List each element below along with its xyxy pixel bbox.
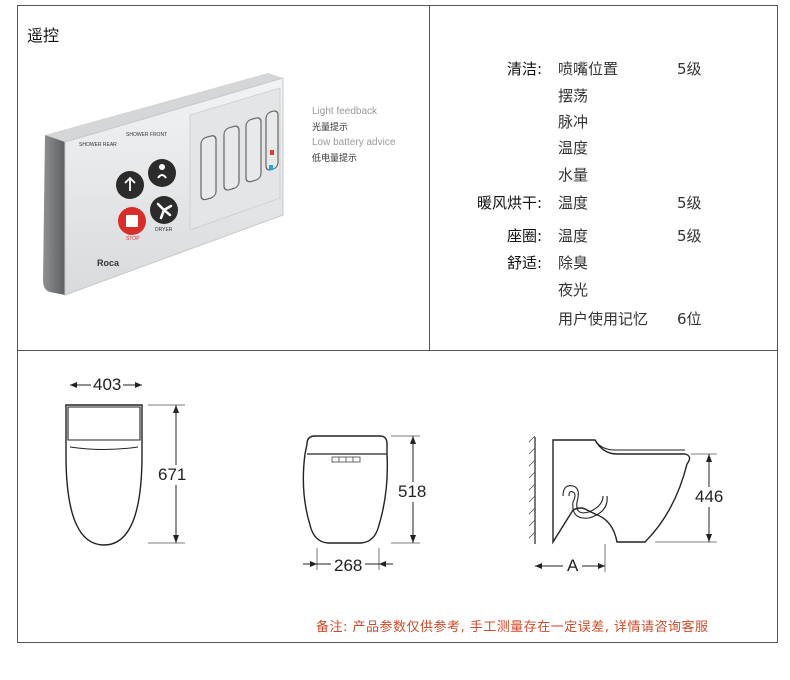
remote-control-image	[43, 73, 284, 296]
spec-item: 摆荡	[558, 87, 589, 105]
roca-logo: Roca	[97, 258, 120, 268]
spec-level: 5级	[677, 60, 702, 78]
spec-item: 温度	[558, 194, 589, 212]
light-feedback-cn: 光量提示	[312, 122, 349, 132]
spec-level: 5级	[677, 194, 702, 212]
spec-item: 除臭	[558, 254, 589, 272]
spec-item: 水量	[558, 166, 589, 184]
spec-item: 用户使用记忆	[558, 310, 649, 328]
low-battery-en: Low battery advice	[312, 137, 396, 148]
spec-label-seat: 座圈:	[506, 227, 542, 245]
dim-front-width: 268	[331, 556, 366, 576]
spec-level: 6位	[677, 310, 702, 328]
stop-label: STOP	[126, 236, 140, 242]
spec-item: 温度	[558, 227, 589, 245]
dim-side-height: 446	[695, 487, 724, 507]
low-battery-cn: 低电量提示	[312, 153, 358, 163]
shower-front-label: SHOWER FRONT	[126, 132, 168, 138]
dim-side-a: A	[563, 556, 583, 576]
content-frame	[17, 5, 778, 643]
spec-item: 温度	[558, 139, 589, 157]
side-view-drawing	[528, 435, 717, 572]
horizontal-divider	[17, 350, 778, 351]
spec-label-comfort: 舒适:	[506, 254, 542, 272]
dim-top-width: 403	[91, 375, 124, 395]
spec-label-cleaning: 清洁:	[506, 60, 542, 78]
spec-item: 夜光	[558, 281, 589, 299]
spec-item: 喷嘴位置	[558, 60, 619, 78]
vertical-divider	[429, 5, 430, 350]
front-view-drawing	[302, 435, 420, 570]
dryer-label: DRYER	[155, 227, 173, 233]
spec-label-drying: 暖风烘干:	[476, 194, 542, 212]
spec-level: 5级	[677, 227, 702, 245]
shower-rear-label: SHOWER REAR	[79, 142, 117, 148]
light-feedback-en: Light feedback	[312, 106, 378, 117]
disclaimer-note: 备注: 产品参数仅供参考, 手工测量存在一定误差, 详情请咨询客服	[316, 620, 709, 635]
remote-section-title: 遥控	[27, 26, 60, 45]
dim-top-length: 671	[158, 465, 187, 485]
top-view-drawing	[65, 382, 185, 546]
dim-front-height: 518	[398, 482, 427, 502]
spec-item: 脉冲	[558, 113, 589, 131]
